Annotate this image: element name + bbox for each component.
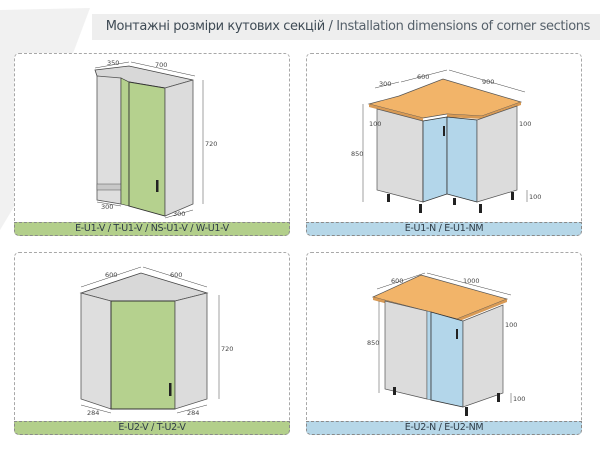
dim-height: 850 <box>367 339 379 347</box>
title-english: Installation dimensions of corner sectio… <box>336 19 590 34</box>
dim-depth: 600 <box>391 277 403 285</box>
caption-wall-corner-diagonal: E-U2-V / T-U2-V <box>14 421 290 435</box>
dim-leg-height: 100 <box>529 193 541 201</box>
dim-overhang-right: 100 <box>519 120 531 128</box>
title-ukrainian: Монтажні розміри кутових секцій <box>105 19 325 34</box>
dim-bottom-left: 300 <box>101 203 113 211</box>
dim-height: 720 <box>221 345 233 353</box>
dim-depth-left: 350 <box>107 59 119 67</box>
panel-wall-corner-l: 350 700 720 300 300 E-U1-V / T-U1-V / NS… <box>14 53 290 236</box>
base-corner-l-drawing: 300 600 900 100 100 850 100 <box>351 69 541 213</box>
dim-depth-left: 300 <box>379 80 391 88</box>
title-separator: / <box>324 19 337 34</box>
dim-width-right: 600 <box>170 271 182 279</box>
dim-bottom-right: 300 <box>173 210 185 218</box>
panel-base-corner-l: 300 600 900 100 100 850 100 E-U1-N / E-U… <box>306 53 582 236</box>
dim-side-right: 284 <box>187 409 199 417</box>
dim-overhang: 100 <box>505 321 517 329</box>
dim-leg-height: 100 <box>513 395 525 403</box>
dim-height: 720 <box>205 140 217 148</box>
header-band <box>92 14 600 40</box>
caption-base-corner-blind: E-U2-N / E-U2-NM <box>306 421 582 435</box>
panel-wall-corner-diagonal: 600 600 720 284 284 E-U2-V / T-U2-V <box>14 252 290 435</box>
caption-wall-corner-l: E-U1-V / T-U1-V / NS-U1-V / W-U1-V <box>14 222 290 236</box>
base-corner-blind-drawing: 600 1000 100 850 100 <box>367 272 525 416</box>
dim-width: 1000 <box>463 277 480 285</box>
panel-base-corner-blind: 600 1000 100 850 100 E-U2-N / E-U2-NM <box>306 252 582 435</box>
dim-side-left: 284 <box>87 409 99 417</box>
dim-width: 700 <box>155 61 167 69</box>
wall-corner-l-drawing: 350 700 720 300 300 <box>94 59 217 219</box>
caption-base-corner-l: E-U1-N / E-U1-NM <box>306 222 582 236</box>
page-title: Монтажні розміри кутових секцій / Instal… <box>100 16 591 38</box>
wall-corner-diagonal-drawing: 600 600 720 284 284 <box>79 266 233 417</box>
dim-width-left: 600 <box>417 73 429 81</box>
dim-width-left: 600 <box>105 271 117 279</box>
dim-overhang-left: 100 <box>369 120 381 128</box>
dim-width-right: 900 <box>482 78 494 86</box>
dim-height: 850 <box>351 150 363 158</box>
